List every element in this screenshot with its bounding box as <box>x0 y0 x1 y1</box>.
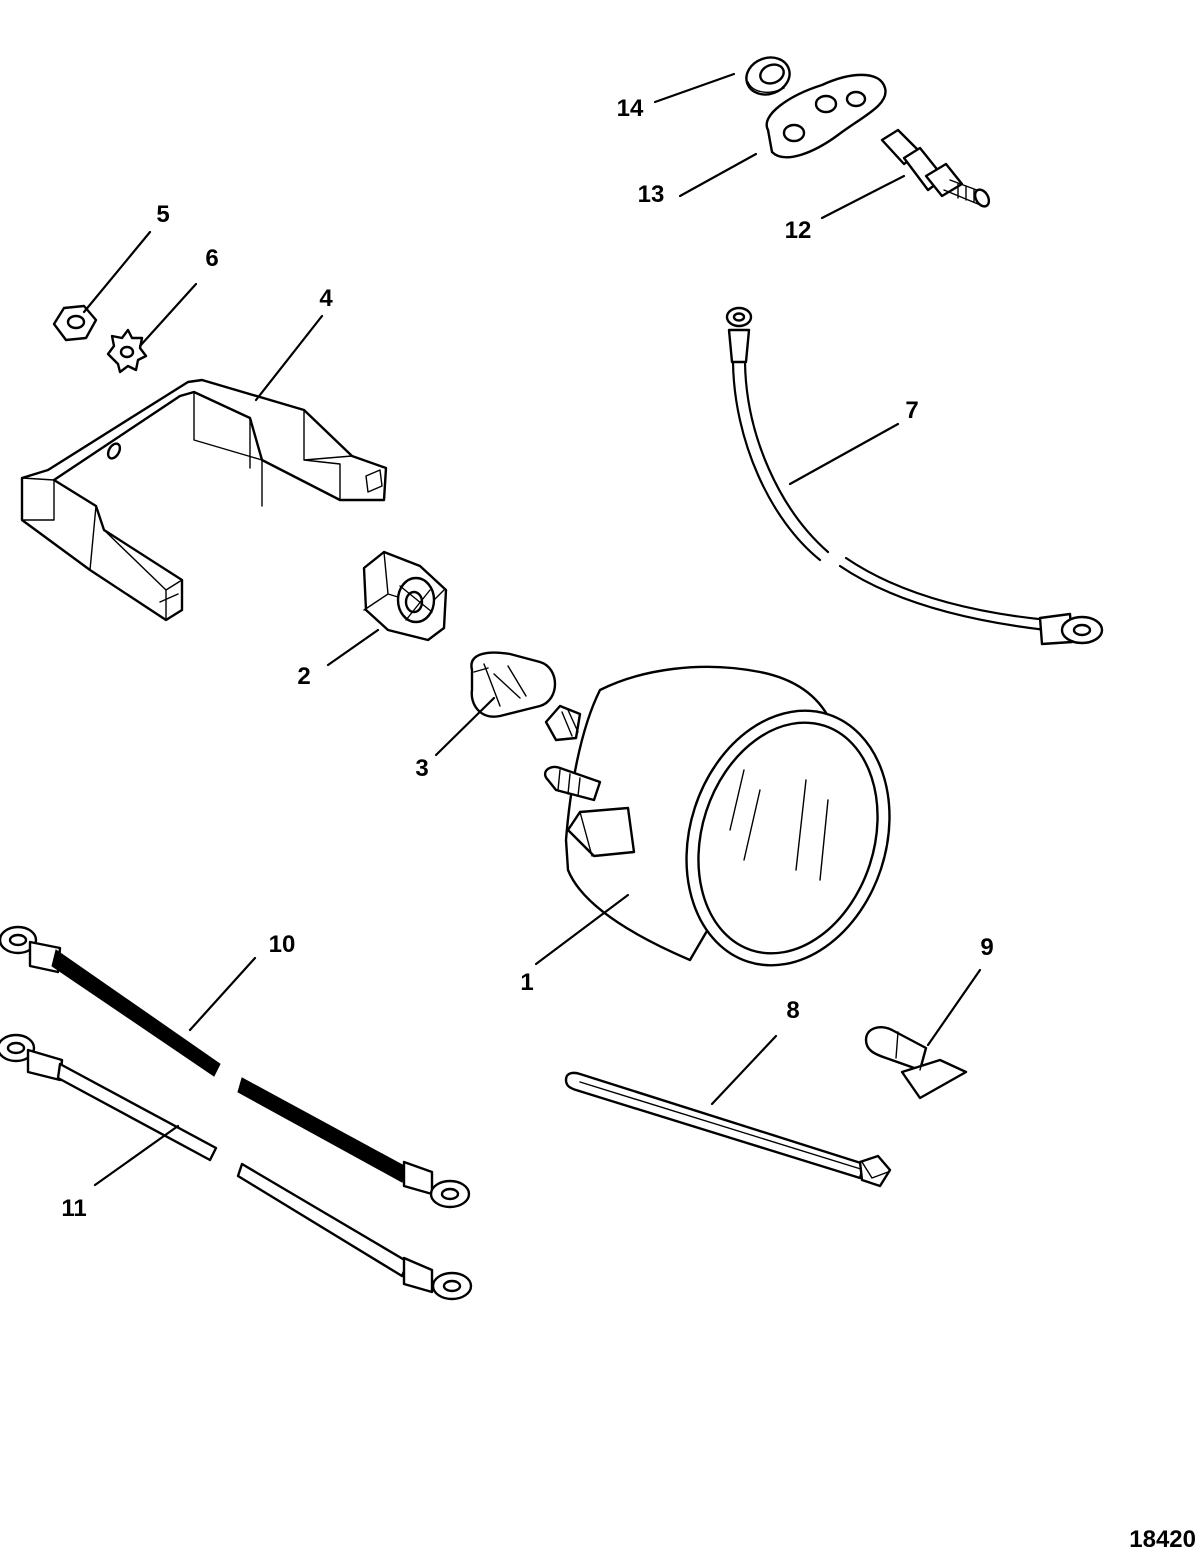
callout-5: 5 <box>156 201 169 228</box>
callout-4: 4 <box>319 285 333 312</box>
callout-labels: 1 2 3 4 5 6 7 8 9 10 11 12 13 14 <box>61 95 993 1222</box>
part-8-cable-tie[interactable] <box>564 1071 892 1188</box>
callout-11: 11 <box>61 1195 86 1222</box>
part-13-gasket-plate[interactable] <box>765 73 887 159</box>
callout-2: 2 <box>297 663 310 690</box>
callout-6: 6 <box>205 245 218 272</box>
figure-id: 18420 <box>1129 1526 1196 1552</box>
callout-8: 8 <box>786 997 799 1024</box>
callout-3: 3 <box>415 755 428 782</box>
callout-1: 1 <box>520 969 533 996</box>
callout-12: 12 <box>785 217 812 244</box>
part-5-hex-nut[interactable] <box>52 304 98 342</box>
part-4-mounting-bracket[interactable] <box>20 378 388 622</box>
part-12-sender-stud[interactable] <box>880 128 992 209</box>
leader-lines <box>82 72 982 1187</box>
part-2-bulb-socket[interactable] <box>362 550 448 642</box>
callout-14: 14 <box>617 95 644 122</box>
part-6-star-washer[interactable] <box>106 328 148 374</box>
part-9-connector[interactable] <box>864 1026 968 1100</box>
part-14-grommet[interactable] <box>741 52 795 101</box>
part-10-ground-wire[interactable] <box>0 925 471 1209</box>
part-11-lead-wire[interactable] <box>0 1033 473 1301</box>
callout-10: 10 <box>269 931 296 958</box>
part-1-gauge-housing[interactable] <box>543 665 921 992</box>
callout-9: 9 <box>980 934 993 961</box>
part-7-lead-wire[interactable] <box>725 306 1104 646</box>
callout-7: 7 <box>905 397 918 424</box>
callout-13: 13 <box>638 181 665 208</box>
